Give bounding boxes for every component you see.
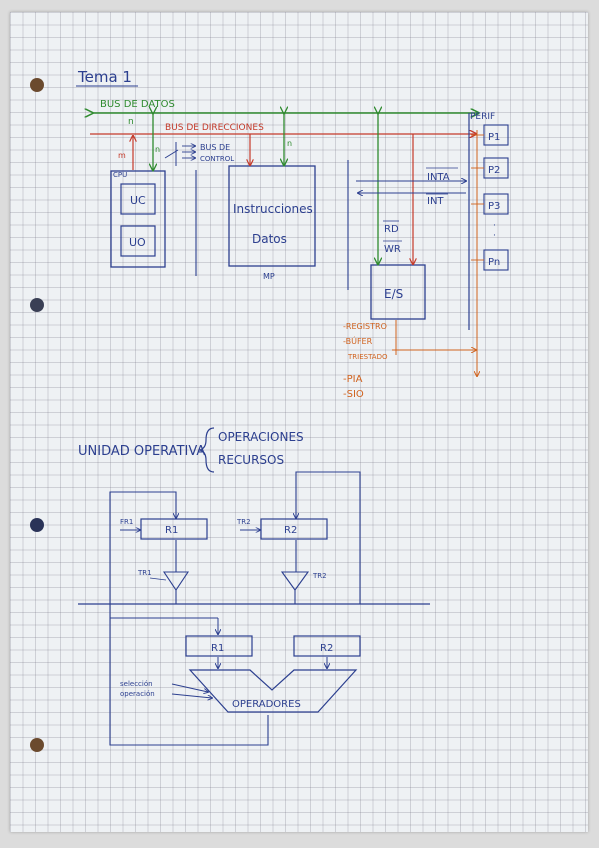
mp-box (228, 165, 316, 267)
punch-hole-4 (30, 738, 44, 752)
r1-feedback (109, 491, 177, 604)
unidad-operativa-label: UNIDAD OPERATIVA (78, 444, 205, 459)
r1-register (140, 518, 208, 540)
tristate-2-label: TR2 (312, 572, 327, 580)
uc-label: UC (130, 194, 146, 207)
punch-hole-2 (30, 298, 44, 312)
p2-label: P2 (488, 165, 500, 176)
control-bus-label-1: BUS DE (200, 143, 230, 152)
mp-data-width: n (287, 139, 292, 148)
rd-label: RD (384, 224, 399, 235)
uc-box (120, 183, 156, 215)
perif-ellipsis-2: · (493, 231, 496, 241)
control-bus-label-2: CONTROL (200, 155, 234, 163)
brace (198, 427, 215, 473)
cpu-data-width: n (155, 145, 160, 154)
es-label: E/S (384, 287, 403, 301)
r2-label: R2 (284, 525, 297, 536)
es-type-registro: -REGISTRO (343, 322, 387, 331)
operaciones-label: OPERACIONES (218, 430, 304, 444)
punch-hole-1 (30, 78, 44, 92)
punch-hole-3 (30, 518, 44, 532)
p3-label: P3 (488, 201, 500, 212)
notebook-page (10, 12, 588, 832)
r2-load-label: TR2 (236, 518, 251, 526)
page-title: Tema 1 (77, 68, 132, 86)
es-box (370, 264, 426, 320)
tristate-1-enable (149, 577, 167, 581)
es-type-triestado: TRIESTADO (347, 353, 388, 361)
selection-arrow-1 (171, 683, 208, 692)
r2b-label: R2 (320, 643, 333, 654)
mp-instructions: Instrucciones (233, 202, 313, 216)
mp-data: Datos (252, 232, 287, 246)
cpu-box (110, 170, 166, 268)
es-type-sio: -SIO (343, 389, 364, 400)
operators-alu (188, 669, 358, 713)
r1-label: R1 (165, 525, 178, 536)
es-type-bufer: -BÚFER (343, 335, 373, 346)
p1-label: P1 (488, 132, 500, 143)
selection-label-2: operación (120, 690, 155, 698)
address-bus-label: BUS DE DIRECCIONES (165, 123, 264, 133)
mp-label: MP (263, 272, 275, 281)
perif-label: PERIF (470, 112, 495, 122)
data-bus-width-label: n (128, 117, 134, 127)
r2b-register (293, 635, 361, 657)
selection-label-1: selección (120, 680, 153, 688)
es-type-pia: -PIA (343, 374, 363, 385)
selection-arrow-2 (171, 693, 212, 698)
uo-label: UO (129, 236, 146, 249)
cpu-label: CPU (113, 171, 127, 179)
wr-label: WR (384, 244, 401, 255)
tristate-1-label: TR1 (137, 569, 152, 577)
inta-label: INTA (427, 172, 450, 183)
operators-label: OPERADORES (232, 699, 301, 710)
r1-load-label: FR1 (120, 518, 133, 526)
r2-register (260, 518, 328, 540)
recursos-label: RECURSOS (218, 453, 284, 467)
pn-label: Pn (488, 257, 500, 268)
perif-ellipsis-1: · (493, 221, 496, 231)
r2-feedback (295, 471, 361, 604)
tristate-2 (280, 571, 310, 591)
tristate-1 (162, 571, 190, 591)
r1b-register (185, 635, 253, 657)
uo-box (120, 225, 156, 257)
int-label: INT (427, 196, 444, 207)
operator-feedback (109, 604, 269, 746)
r1b-label: R1 (211, 643, 224, 654)
address-bus-width-label: m (118, 151, 126, 160)
data-bus-label: BUS DE DATOS (100, 99, 175, 110)
